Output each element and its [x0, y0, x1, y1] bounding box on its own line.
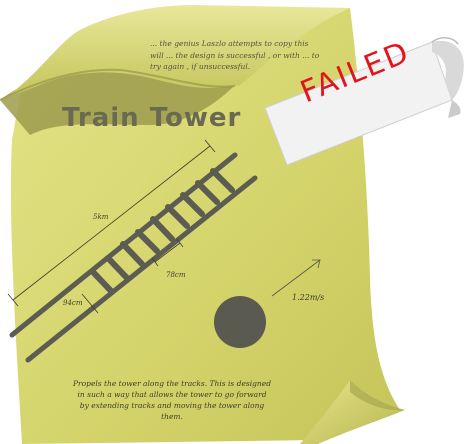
rail-track: [9, 152, 258, 363]
length-dimension-line: [7, 139, 216, 307]
paper-bottom-fold: [300, 380, 405, 444]
paper-curl: [0, 5, 350, 100]
track-width-label: 94cm: [63, 299, 83, 307]
paper-bottom-fold-shadow: [350, 380, 405, 411]
description-text: Propels the tower along the tracks. This…: [73, 379, 271, 421]
circle-icon: [214, 296, 266, 348]
sleeper-spacing-label: 78cm: [166, 271, 186, 279]
paper-curl-edge: [0, 68, 236, 101]
failed-stamp-strip: [264, 37, 464, 166]
intro-text: ... the genius Laszlo attempts to copy t…: [150, 39, 320, 71]
width-dimension-line: [81, 293, 99, 314]
spacing-dimension-line: [151, 238, 184, 267]
speed-label: 1.22m/s: [292, 293, 325, 302]
page-title: Train Tower: [62, 103, 242, 133]
length-label: 5km: [93, 213, 109, 221]
arrow-up-right-icon: [271, 259, 321, 297]
